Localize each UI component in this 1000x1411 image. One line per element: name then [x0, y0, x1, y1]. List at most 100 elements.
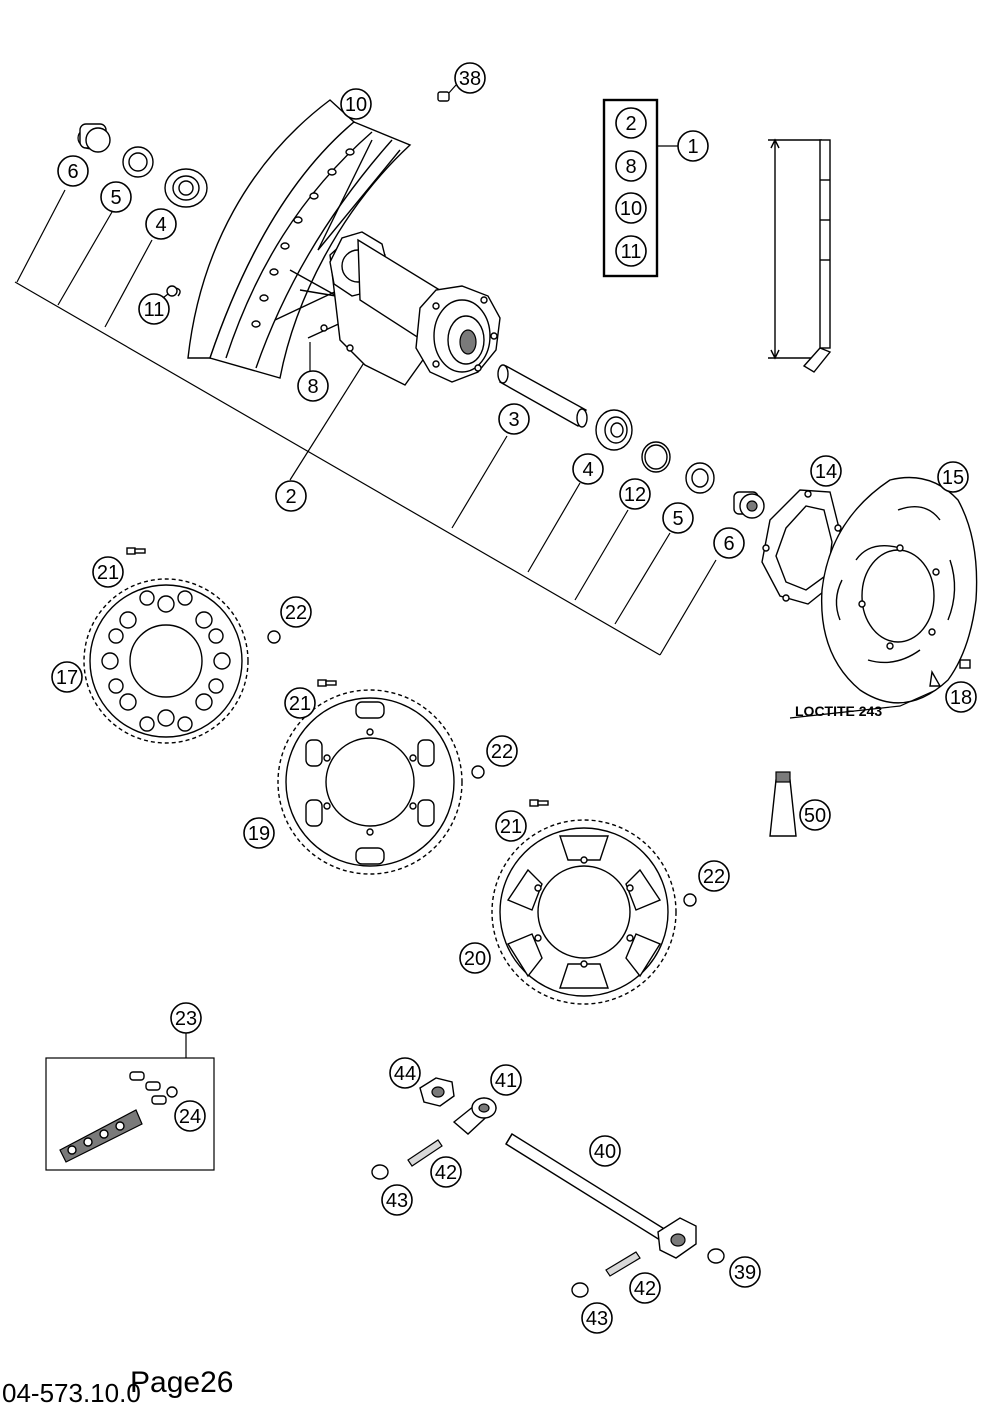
- svg-text:50: 50: [804, 805, 826, 827]
- callout-22-c: 22: [698, 860, 730, 892]
- callout-17: 17: [51, 661, 83, 693]
- bearing-right: [595, 409, 633, 451]
- callout-12: 12: [619, 478, 651, 510]
- dust-seal-right: [733, 491, 765, 519]
- callout-14: 14: [810, 455, 842, 487]
- sprocket-nut-b: [471, 765, 485, 779]
- kit-callout-1: 1: [677, 130, 709, 162]
- dust-seal-left: [77, 123, 111, 153]
- callout-41: 41: [490, 1064, 522, 1096]
- hub-spacer-tube: [497, 364, 588, 428]
- svg-text:23: 23: [175, 1008, 197, 1030]
- svg-text:20: 20: [464, 948, 486, 970]
- rear-axle: [505, 1133, 697, 1259]
- svg-text:24: 24: [179, 1106, 201, 1128]
- svg-text:6: 6: [67, 161, 78, 183]
- svg-text:12: 12: [624, 484, 646, 506]
- disc-screw: [929, 659, 971, 687]
- svg-text:18: 18: [950, 687, 972, 709]
- svg-text:4: 4: [155, 214, 166, 236]
- spoke-length-gauge: [768, 138, 832, 373]
- spacer-ring-right: [685, 462, 715, 494]
- callout-15: 15: [937, 461, 969, 493]
- callout-42-a: 42: [430, 1156, 462, 1188]
- svg-text:5: 5: [672, 508, 683, 530]
- svg-text:3: 3: [508, 409, 519, 431]
- kit-item-10: 10: [615, 192, 647, 224]
- svg-text:38: 38: [459, 68, 481, 90]
- svg-text:41: 41: [495, 1070, 517, 1092]
- bearing-left: [164, 168, 208, 208]
- sprocket-nut-a: [267, 630, 281, 644]
- page-number: Page26: [130, 1366, 234, 1399]
- callout-20: 20: [459, 942, 491, 974]
- svg-text:10: 10: [620, 198, 642, 220]
- svg-text:6: 6: [723, 533, 734, 555]
- svg-text:11: 11: [144, 299, 165, 321]
- axle-nut: [419, 1077, 455, 1107]
- sprocket-bolt-a: [126, 547, 146, 555]
- callout-24: 24: [174, 1100, 206, 1132]
- callout-22-b: 22: [486, 735, 518, 767]
- callout-10: 10: [340, 88, 372, 120]
- callout-43-a: 43: [381, 1184, 413, 1216]
- svg-text:2: 2: [625, 113, 636, 135]
- callout-23: 23: [170, 1002, 202, 1034]
- sprocket-17: [83, 578, 249, 744]
- svg-text:5: 5: [110, 187, 121, 209]
- svg-text:40: 40: [594, 1141, 616, 1163]
- rim-lock-nut: [166, 285, 181, 297]
- adjusting-screw-right: [605, 1251, 641, 1277]
- svg-text:43: 43: [586, 1308, 608, 1330]
- callout-39: 39: [729, 1256, 761, 1288]
- svg-text:42: 42: [634, 1278, 656, 1300]
- svg-text:43: 43: [386, 1190, 408, 1212]
- callout-8: 8: [297, 370, 329, 402]
- callout-6-left: 6: [57, 155, 89, 187]
- brake-disc: [820, 476, 978, 704]
- callout-18: 18: [945, 681, 977, 713]
- svg-text:11: 11: [621, 241, 642, 263]
- svg-text:21: 21: [500, 816, 522, 838]
- callout-11: 11: [138, 293, 170, 325]
- svg-text:39: 39: [734, 1262, 756, 1284]
- svg-text:4: 4: [582, 459, 593, 481]
- callout-3: 3: [498, 403, 530, 435]
- master-link: [129, 1071, 178, 1105]
- callout-43-b: 43: [581, 1302, 613, 1334]
- sprocket-bolt-c: [529, 799, 549, 807]
- callout-50: 50: [799, 799, 831, 831]
- drawing-code: 04-573.10.0: [2, 1378, 141, 1408]
- chain-adjuster-left: [452, 1097, 498, 1135]
- callout-2: 2: [275, 480, 307, 512]
- svg-text:22: 22: [703, 866, 725, 888]
- callout-4-right: 4: [572, 453, 604, 485]
- spoke-holes: [251, 148, 355, 328]
- lock-nut-left: [371, 1164, 389, 1180]
- chain: [59, 1109, 143, 1163]
- svg-text:8: 8: [307, 376, 318, 398]
- callout-21-b: 21: [284, 687, 316, 719]
- svg-text:44: 44: [394, 1063, 416, 1085]
- svg-text:19: 19: [248, 823, 270, 845]
- svg-text:15: 15: [942, 467, 964, 489]
- lock-nut-right: [571, 1282, 589, 1298]
- kit-box: [602, 98, 678, 278]
- callout-5-right: 5: [662, 502, 694, 534]
- adjusting-screw-left: [407, 1139, 443, 1167]
- spacer-ring-left: [122, 146, 154, 178]
- callout-38: 38: [454, 62, 486, 94]
- callout-40: 40: [589, 1135, 621, 1167]
- chain-box: [45, 1030, 215, 1171]
- kit-item-8: 8: [615, 150, 647, 182]
- loctite-bottle: [769, 771, 797, 837]
- callout-21-c: 21: [495, 810, 527, 842]
- sprocket-19: [277, 689, 463, 875]
- svg-text:17: 17: [56, 667, 78, 689]
- svg-text:8: 8: [625, 156, 636, 178]
- callout-44: 44: [389, 1057, 421, 1089]
- kit-item-2: 2: [615, 107, 647, 139]
- valve-cap: [437, 91, 450, 102]
- callout-5-left: 5: [100, 181, 132, 213]
